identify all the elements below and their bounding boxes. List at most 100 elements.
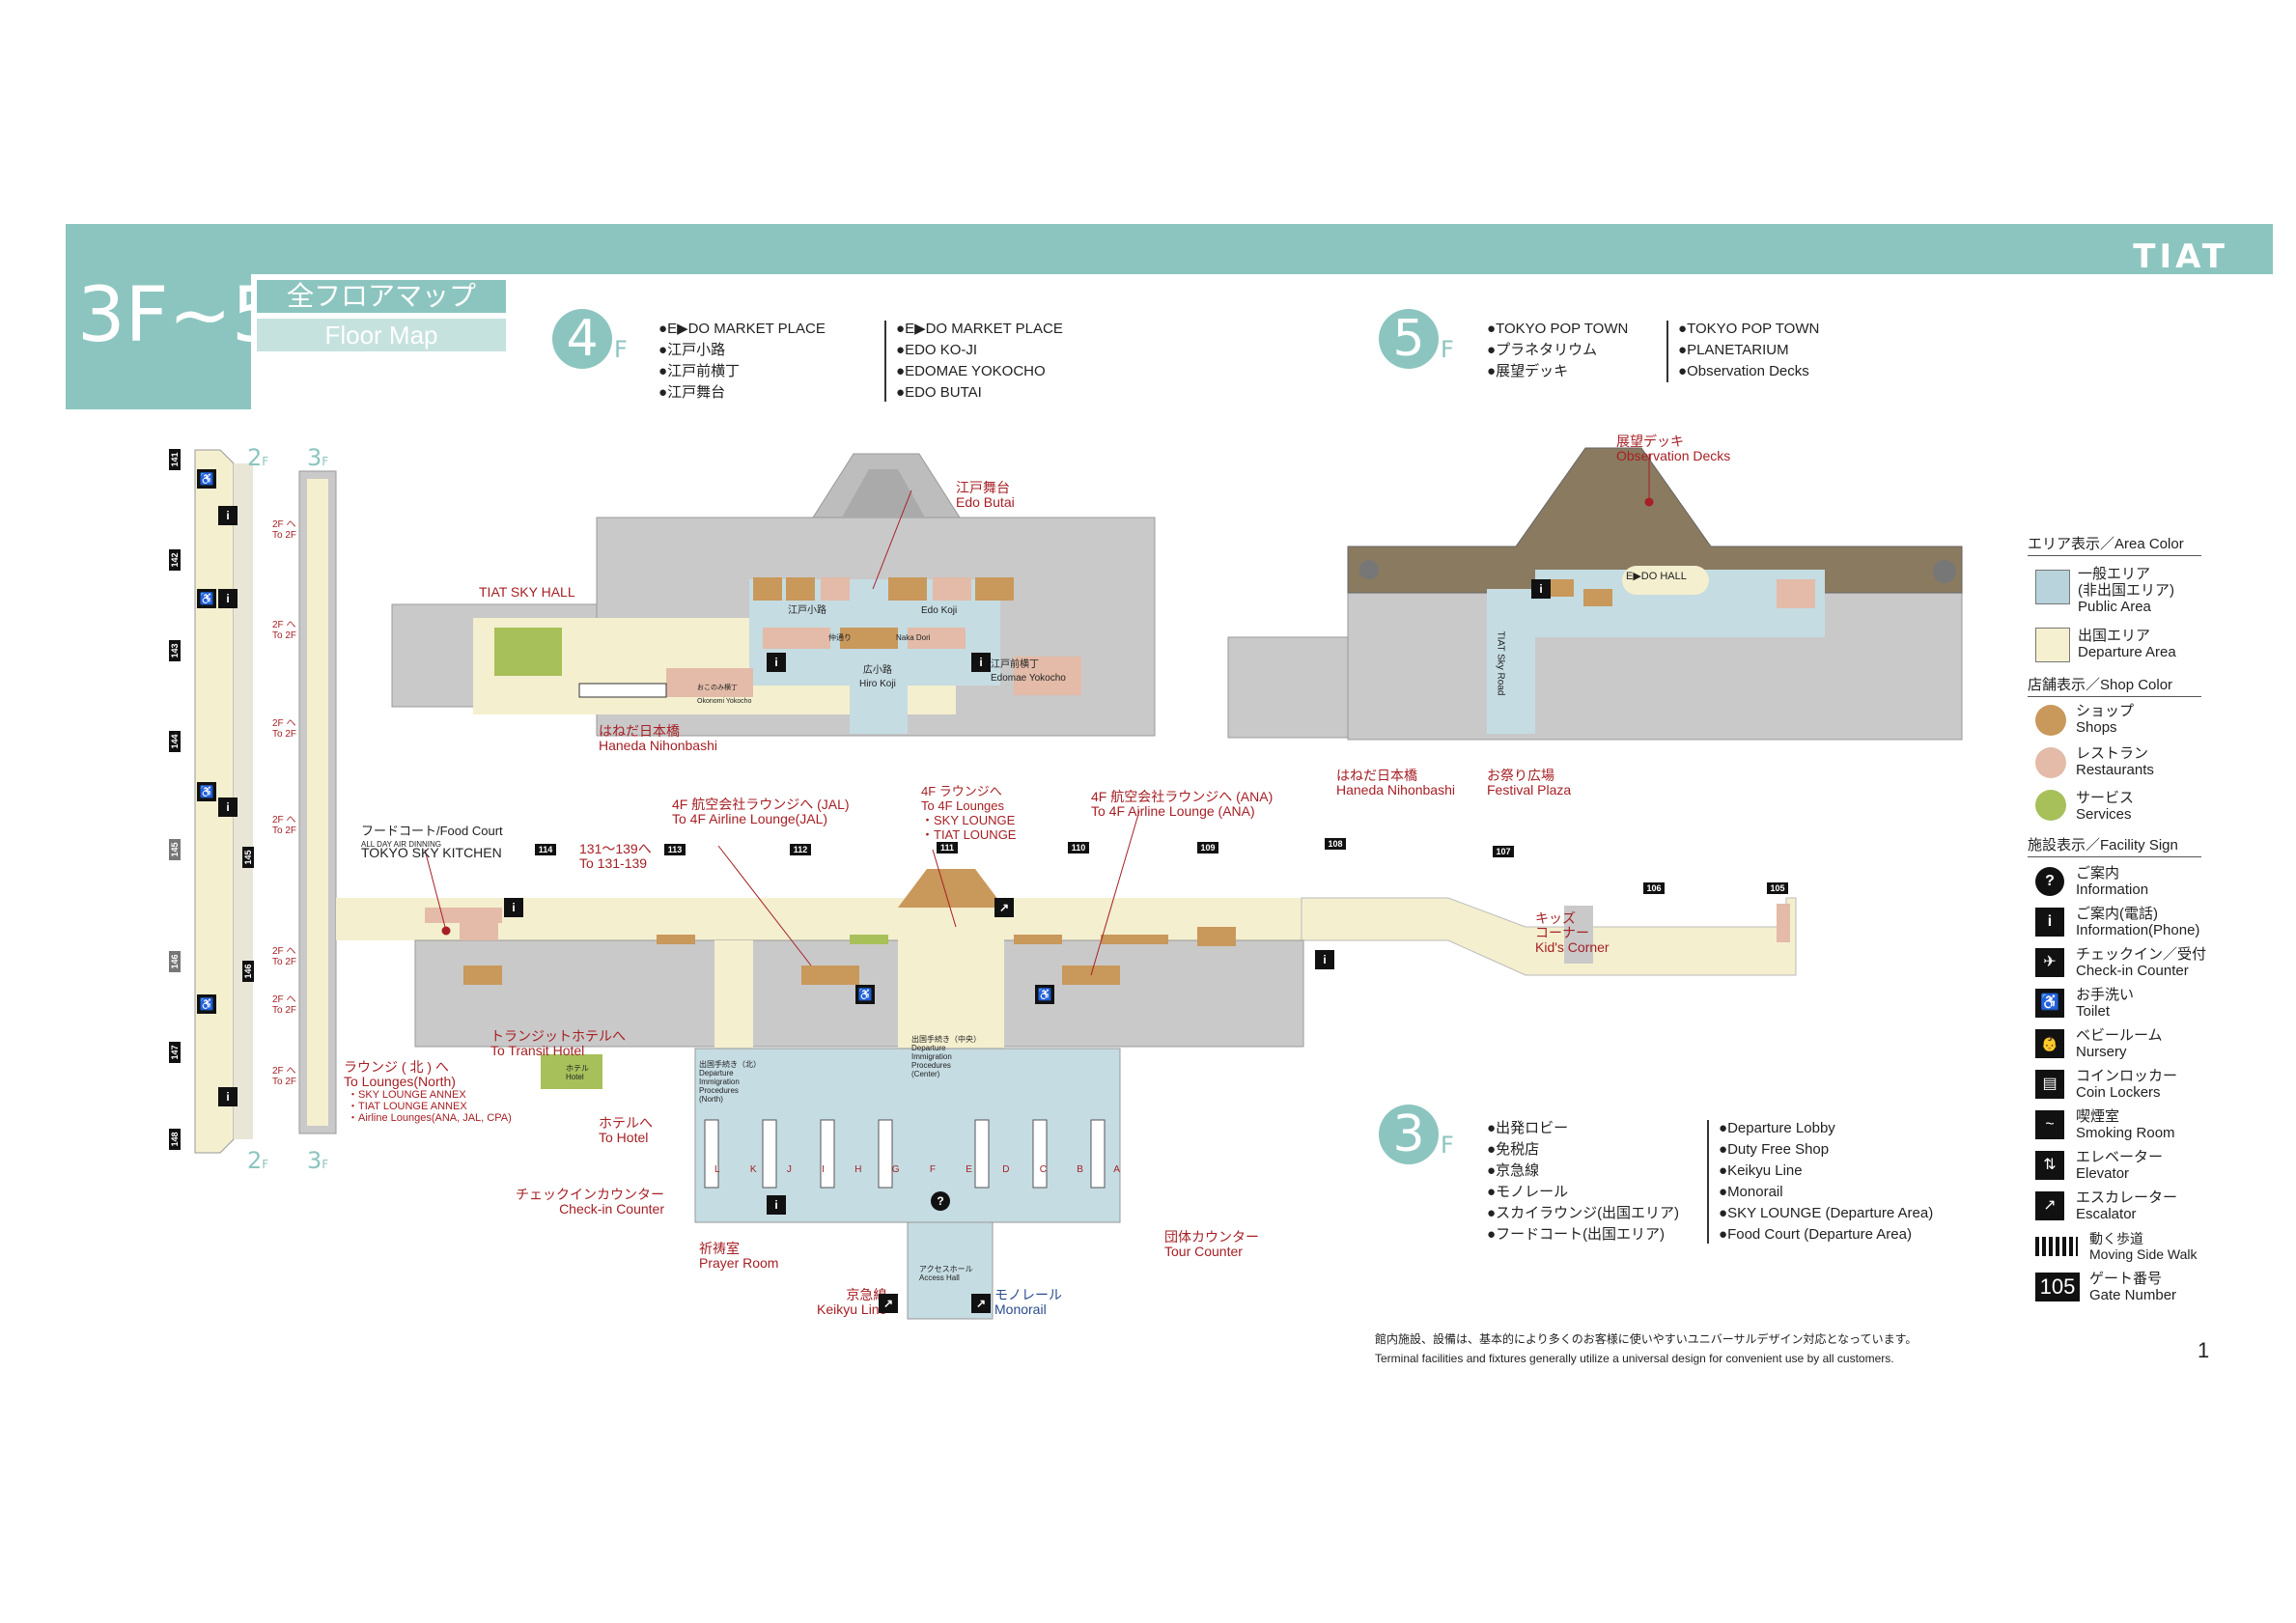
label-lounges-north: ラウンジ ( 北 ) へ To Lounges(North) bbox=[344, 1059, 456, 1089]
gate-number: 106 bbox=[1643, 882, 1665, 894]
legend-shops-label: ショップ Shops bbox=[2076, 703, 2135, 736]
list-item: Food Court (Departure Area) bbox=[1719, 1224, 1933, 1245]
legend-item-label: ご案内 Information bbox=[2076, 865, 2149, 898]
list-item: 江戸前横丁 bbox=[658, 361, 826, 382]
counter-letter: C bbox=[1039, 1164, 1047, 1175]
gate-number: 148 bbox=[169, 1129, 181, 1150]
legend-item: ▤コインロッカー Coin Lockers bbox=[2035, 1064, 2206, 1105]
legend-item: ?ご案内 Information bbox=[2035, 861, 2206, 902]
floor-4-badge: 4 bbox=[552, 309, 612, 369]
list-item: スカイラウンジ(出国エリア) bbox=[1487, 1203, 1679, 1224]
label-to-131-139: 131〜139へ To 131-139 bbox=[579, 841, 652, 871]
label-monorail: モノレール Monorail bbox=[994, 1287, 1062, 1317]
information-phone-icon: i bbox=[767, 1195, 786, 1215]
legend-item: 動く歩道 Moving Side Walk bbox=[2035, 1226, 2206, 1267]
list-item: Observation Decks bbox=[1678, 361, 1819, 382]
information-phone-icon: i bbox=[1531, 579, 1551, 599]
label-immigration-center: 出国手続き（中央） Departure Immigration Procedur… bbox=[911, 1035, 981, 1078]
legend-item: 👶ベビールーム Nursery bbox=[2035, 1023, 2206, 1064]
counter-letter: H bbox=[854, 1164, 862, 1175]
counter-letter: K bbox=[749, 1164, 757, 1175]
map-3f-north bbox=[194, 449, 337, 1154]
toilet-icon: ♿ bbox=[2035, 989, 2064, 1018]
gate-number: 113 bbox=[664, 844, 686, 855]
footer-note-ja: 館内施設、設備は、基本的により多くのお客様に使いやすいユニバーサルデザイン対応と… bbox=[1375, 1332, 1918, 1346]
list-item: E▶DO MARKET PLACE bbox=[896, 319, 1063, 340]
divider bbox=[1666, 321, 1668, 382]
list-item: EDO BUTAI bbox=[896, 382, 1063, 404]
legend-item-label: ゲート番号 Gate Number bbox=[2089, 1271, 2177, 1303]
list-item: 江戸舞台 bbox=[658, 382, 826, 404]
label-ana-lounge: 4F 航空会社ラウンジへ (ANA) To 4F Airline Lounge … bbox=[1091, 789, 1274, 819]
list-item: 展望デッキ bbox=[1487, 361, 1628, 382]
list-item: モノレール bbox=[1487, 1182, 1679, 1203]
label-to-2f: 2F へ To 2F bbox=[272, 718, 297, 740]
legend-restaurants-label: レストラン Restaurants bbox=[2076, 745, 2154, 778]
legend-item-label: 動く歩道 Moving Side Walk bbox=[2089, 1231, 2198, 1262]
floor-marker-3f: 3F bbox=[307, 1147, 328, 1174]
list-item: 京急線 bbox=[1487, 1161, 1679, 1182]
checkin-counter-row bbox=[704, 1119, 1106, 1189]
legend-item-label: ご案内(電話) Information(Phone) bbox=[2076, 906, 2200, 938]
list-item: TOKYO POP TOWN bbox=[1487, 319, 1628, 340]
legend-restaurants-swatch bbox=[2035, 747, 2066, 778]
label-festival-plaza: お祭り広場 Festival Plaza bbox=[1487, 768, 1572, 798]
label-edomae-yokocho: 江戸前横丁 Edomae Yokocho bbox=[991, 659, 1066, 684]
information-phone-icon: i bbox=[218, 1087, 238, 1106]
legend-item: ⇅エレベーター Elevator bbox=[2035, 1145, 2206, 1186]
map-4f bbox=[391, 453, 1156, 737]
legend-public-swatch bbox=[2035, 570, 2070, 604]
label-check-in-counter: チェックインカウンター Check-in Counter bbox=[516, 1187, 664, 1217]
counter-letter: G bbox=[891, 1164, 900, 1175]
label-prayer-room: 祈祷室 Prayer Room bbox=[699, 1241, 779, 1271]
legend-shops-swatch bbox=[2035, 705, 2066, 736]
floor-4-suffix: F bbox=[614, 336, 628, 363]
list-item: 出発ロビー bbox=[1487, 1118, 1679, 1139]
toilet-icon: ♿ bbox=[1035, 985, 1054, 1004]
list-item: 江戸小路 bbox=[658, 340, 826, 361]
list-item: Monorail bbox=[1719, 1182, 1933, 1203]
list-item: Duty Free Shop bbox=[1719, 1139, 1933, 1161]
floor-3-badge: 3 bbox=[1379, 1105, 1439, 1164]
label-haneda-nihonbashi-5f: はねだ日本橋 Haneda Nihonbashi bbox=[1336, 768, 1455, 798]
gate-number: 110 bbox=[1068, 842, 1089, 853]
gate-number: 108 bbox=[1325, 838, 1346, 850]
floor-marker-f: F bbox=[262, 1158, 269, 1171]
gate-number: 145 bbox=[169, 839, 181, 860]
information-phone-icon: i bbox=[218, 798, 238, 817]
nursery-icon: 👶 bbox=[2035, 1029, 2064, 1058]
label-lounges-north-items: ・SKY LOUNGE ANNEX ・TIAT LOUNGE ANNEX ・Ai… bbox=[348, 1089, 512, 1124]
floor-marker-f: F bbox=[322, 455, 329, 468]
label-to-2f: 2F へ To 2F bbox=[272, 994, 297, 1016]
counter-letter: I bbox=[822, 1164, 825, 1175]
information-phone-icon: i bbox=[971, 653, 991, 672]
label-naka-dori: Naka Dori bbox=[896, 633, 931, 642]
floor-5-badge: 5 bbox=[1379, 309, 1439, 369]
information-phone-icon: i bbox=[504, 898, 523, 917]
label-tiat-sky-road: TIAT Sky Road bbox=[1495, 630, 1506, 696]
floor-marker-3f: 3F bbox=[307, 444, 328, 471]
information-phone-icon: i bbox=[1315, 950, 1334, 969]
counter-letter: D bbox=[1002, 1164, 1010, 1175]
legend-services-swatch bbox=[2035, 790, 2066, 821]
footer-note-en: Terminal facilities and fixtures general… bbox=[1375, 1352, 1894, 1365]
legend-area-title: エリア表示／Area Color bbox=[2028, 533, 2201, 556]
escalator-icon: ↗ bbox=[2035, 1191, 2064, 1220]
gate-number: 144 bbox=[169, 731, 181, 752]
divider bbox=[1707, 1120, 1709, 1244]
floor-marker-f: F bbox=[262, 455, 269, 468]
counter-letter: F bbox=[929, 1164, 936, 1175]
label-keikyu-line: 京急線 Keikyu Line bbox=[817, 1287, 887, 1317]
checkin-counter-letters: L K J I H G F E D C B A bbox=[714, 1164, 1120, 1175]
map-3f-main bbox=[336, 869, 1797, 1320]
gate-number: 109 bbox=[1197, 842, 1218, 853]
list-item: EDO KO-JI bbox=[896, 340, 1063, 361]
legend-item-label: 喫煙室 Smoking Room bbox=[2076, 1108, 2175, 1141]
list-item: プラネタリウム bbox=[1487, 340, 1628, 361]
floor-3-suffix: F bbox=[1441, 1132, 1454, 1159]
coin-locker-icon: ▤ bbox=[2035, 1070, 2064, 1099]
toilet-icon: ♿ bbox=[197, 469, 216, 489]
counter-letter: L bbox=[714, 1164, 720, 1175]
gate-number: 114 bbox=[535, 844, 556, 855]
